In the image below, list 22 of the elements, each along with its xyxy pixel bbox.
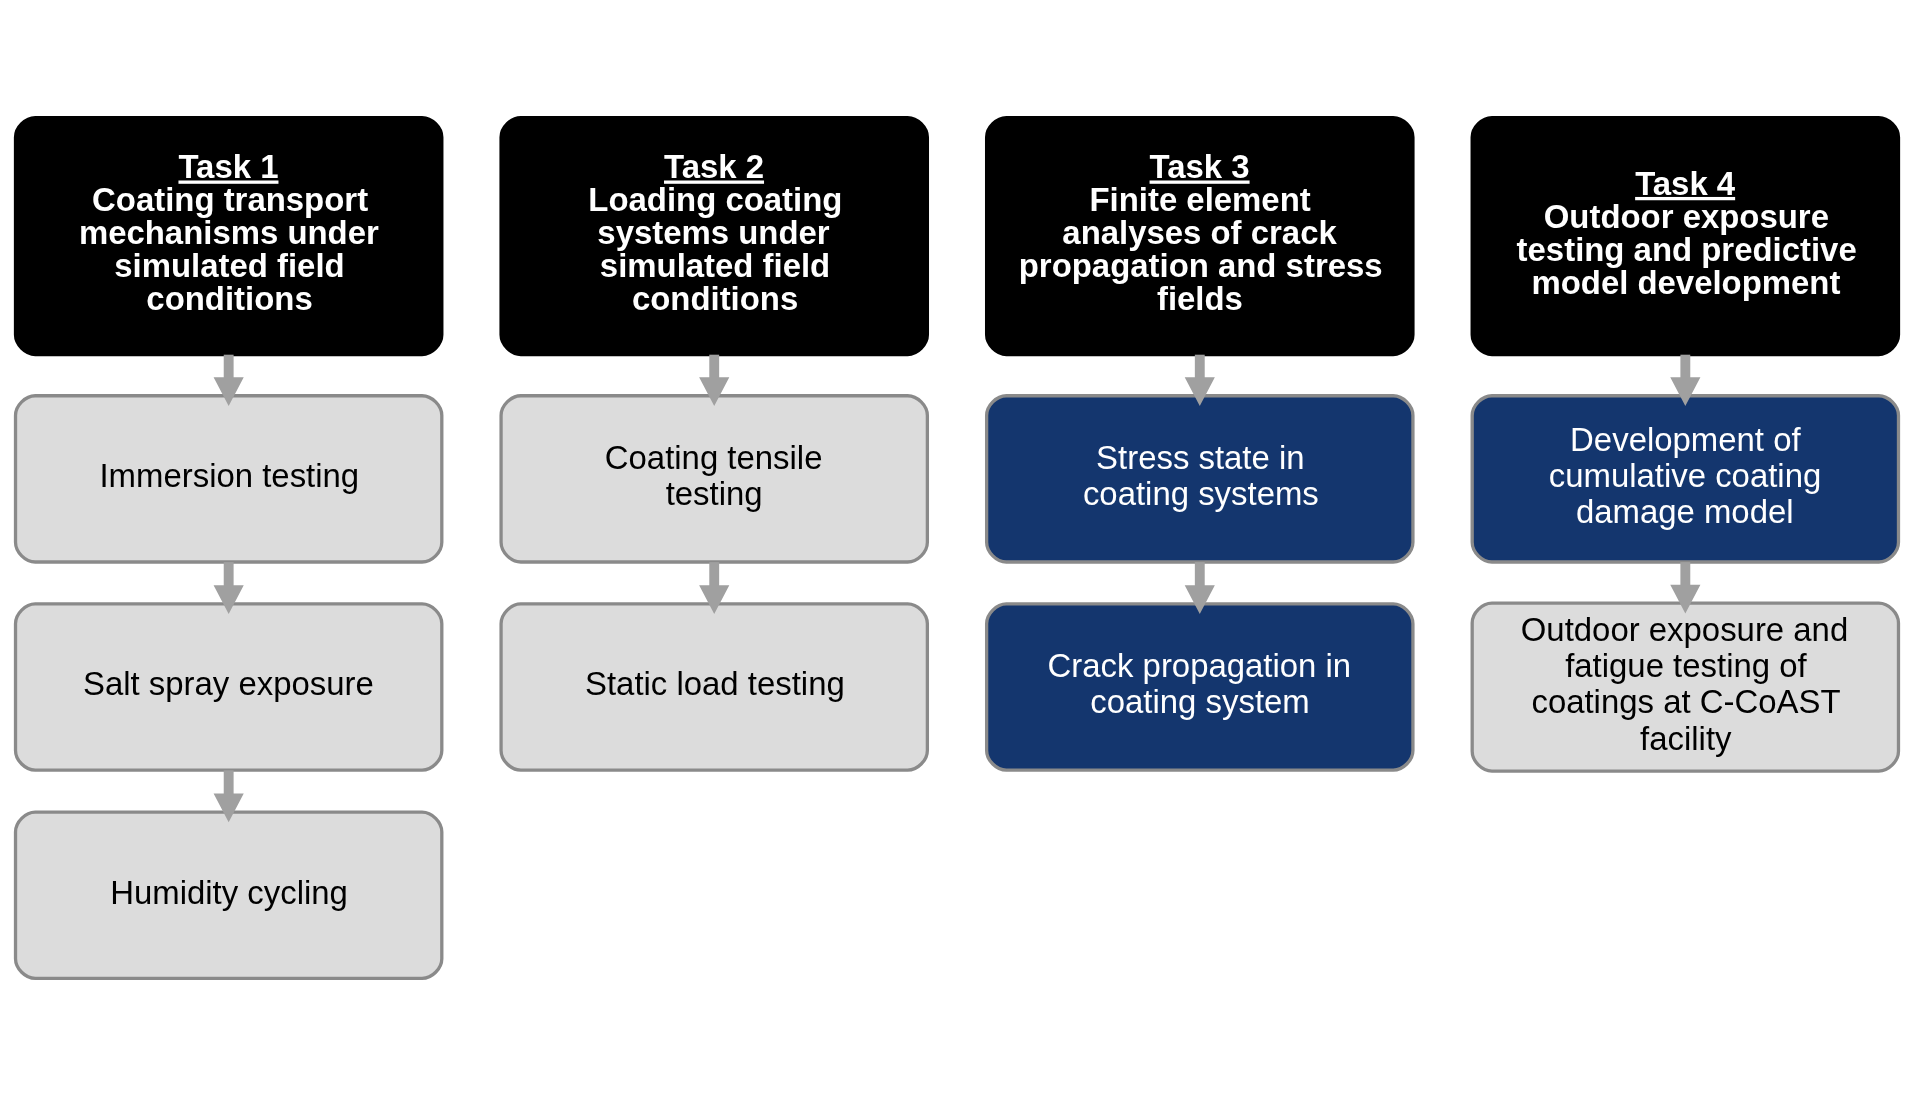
node-box: Coating tensile testing (499, 394, 929, 564)
node-box: Task 1 Coating transport mechanisms under simulated field conditions (13, 115, 444, 357)
arrow (1184, 354, 1215, 407)
node-box: Static load testing (499, 602, 929, 772)
node-box: Humidity cycling (13, 810, 444, 981)
arrow (1670, 354, 1701, 407)
arrow (699, 354, 730, 407)
node-box: Outdoor exposure and fatigue testing of coatings at C-CoAST facility (1470, 601, 1901, 773)
arrow (699, 562, 730, 615)
arrow (213, 770, 244, 823)
arrow (213, 562, 244, 615)
node-box: Immersion testing (13, 394, 444, 564)
node-box: Task 2 Loading coating systems under simulated field conditions (499, 115, 929, 357)
node-box: Development of cumulative coating damage model (1470, 394, 1901, 564)
arrow (1670, 562, 1701, 614)
node-box: Salt spray exposure (13, 602, 444, 772)
node-box: Task 3 Finite element analyses of crack propagation and stress fields (985, 115, 1415, 357)
arrow (1184, 562, 1215, 615)
node-box: Stress state in coating systems (985, 394, 1415, 564)
node-box: Task 4 Outdoor exposure testing and predictive model development (1470, 115, 1901, 357)
arrow (213, 354, 244, 407)
node-box: Crack propagation in coating system (985, 602, 1415, 772)
